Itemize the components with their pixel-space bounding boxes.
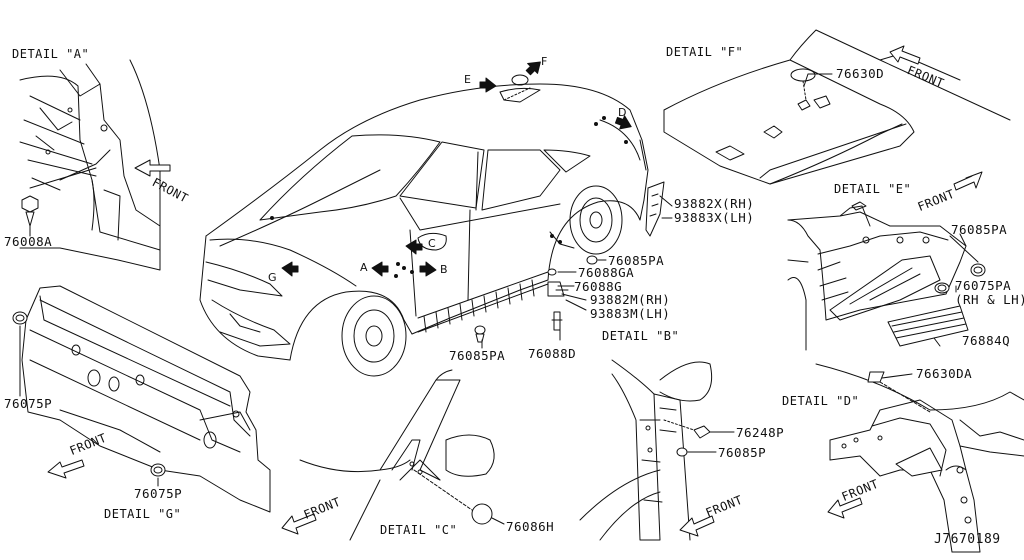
part-76085p: 76085P (718, 445, 767, 460)
detail-c-drawing (281, 369, 505, 541)
part-93883x-lh: 93883X(LH) (674, 210, 755, 225)
part-76085pa-e: 76085PA (951, 222, 1008, 237)
part-76075p-bottom: 76075P (134, 486, 183, 501)
detail-g-label: DETAIL "G" (104, 507, 182, 521)
car-letter-b: B (440, 263, 449, 276)
car-letter-e: E (464, 73, 472, 86)
part-76088g: 76088G (574, 279, 623, 294)
car-letter-d: D (618, 106, 627, 119)
car-letter-a: A (360, 261, 369, 274)
part-93882m-rh: 93882M(RH) (590, 292, 671, 307)
car-letter-f: F (541, 55, 548, 68)
detail-a-label: DETAIL "A" (12, 47, 90, 61)
part-76075pa-sub: (RH & LH) (955, 292, 1024, 307)
detail-f-drawing (663, 29, 1011, 185)
detail-f-label: DETAIL "F" (666, 45, 744, 59)
part-76075pa: 76075PA (955, 278, 1012, 293)
part-93882x-rh: 93882X(RH) (674, 196, 755, 211)
part-93883m-lh: 93883M(LH) (590, 306, 671, 321)
part-76248p: 76248P (736, 425, 785, 440)
car-letter-c: C (428, 237, 437, 250)
detail-d-drawing (815, 363, 1024, 553)
detail-e-drawing (787, 171, 986, 351)
part-76086h: 76086H (506, 519, 555, 534)
detail-g-drawing (12, 285, 271, 513)
detail-b-drawing (579, 359, 735, 541)
part-76085pa-bottom: 76085PA (449, 348, 506, 363)
car-letter-g: G (268, 271, 278, 284)
car-drawing (199, 61, 833, 377)
part-76008a: 76008A (4, 234, 53, 249)
reference-code: J7670189 (934, 532, 1001, 547)
part-76088ga: 76088GA (578, 265, 635, 280)
part-76088d: 76088D (528, 346, 577, 361)
detail-c-label: DETAIL "C" (380, 523, 458, 537)
part-76630da: 76630DA (916, 366, 973, 381)
detail-d-label: DETAIL "D" (782, 394, 860, 408)
part-76884q: 76884Q (962, 333, 1011, 348)
detail-e-label: DETAIL "E" (834, 182, 912, 196)
part-76075p-top: 76075P (4, 396, 53, 411)
leader-lines (19, 73, 979, 487)
part-76630d: 76630D (836, 66, 885, 81)
detail-b-label: DETAIL "B" (602, 329, 680, 343)
part-76085pa-mid: 76085PA (608, 253, 665, 268)
detail-a-drawing (19, 59, 171, 271)
